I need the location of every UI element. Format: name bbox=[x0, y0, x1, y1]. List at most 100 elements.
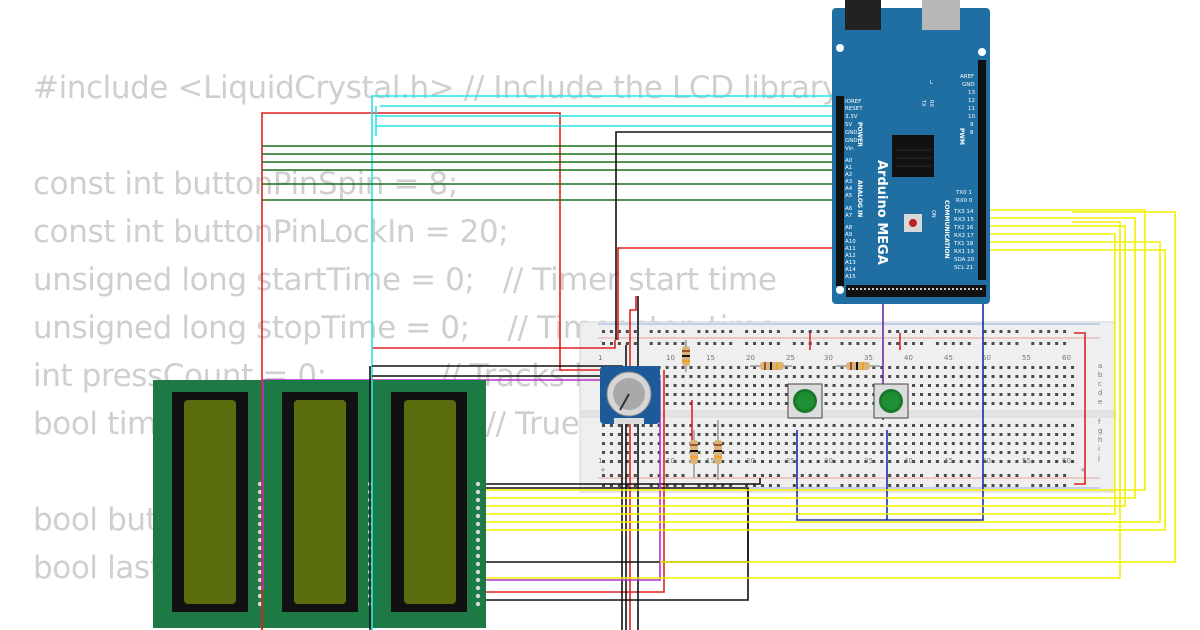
wire-yellow-4 bbox=[480, 233, 1116, 515]
svg-text:13: 13 bbox=[968, 90, 975, 96]
breadboard-top-numbers: 1 10 15 20 25 30 35 40 45 50 55 60 bbox=[598, 354, 1071, 362]
breadboard-bottom-numbers: 1 10 15 20 25 30 35 40 45 50 55 60 bbox=[598, 457, 1071, 465]
wire-red-1 bbox=[261, 112, 600, 630]
svg-text:10: 10 bbox=[666, 354, 675, 362]
svg-text:RESET: RESET bbox=[845, 106, 863, 112]
wire-red-5 bbox=[480, 370, 665, 593]
svg-text:GND: GND bbox=[845, 130, 858, 136]
wires-over-lcd bbox=[261, 366, 373, 630]
push-button-2[interactable] bbox=[873, 383, 909, 419]
svg-text:45: 45 bbox=[944, 457, 953, 465]
svg-text:RX: RX bbox=[928, 100, 934, 107]
svg-text:AREF: AREF bbox=[960, 74, 974, 80]
svg-text:A0: A0 bbox=[845, 158, 853, 164]
svg-text:30: 30 bbox=[824, 354, 833, 362]
svg-text:11: 11 bbox=[968, 106, 975, 112]
svg-text:A6: A6 bbox=[845, 206, 853, 212]
svg-text:20: 20 bbox=[746, 354, 755, 362]
svg-text:TX0 1: TX0 1 bbox=[955, 190, 972, 196]
wire-black-5 bbox=[480, 487, 749, 563]
breadboard-holes bbox=[602, 330, 1075, 487]
svg-text:RX3 15: RX3 15 bbox=[954, 217, 974, 223]
svg-text:5V: 5V bbox=[845, 122, 852, 128]
svg-text:25: 25 bbox=[786, 354, 795, 362]
svg-text:55: 55 bbox=[1022, 354, 1031, 362]
svg-text:10: 10 bbox=[968, 114, 975, 120]
svg-text:A12: A12 bbox=[845, 253, 856, 259]
svg-text:e: e bbox=[1098, 398, 1102, 406]
wire-blue-1 bbox=[796, 132, 984, 521]
svg-text:GND: GND bbox=[962, 82, 975, 88]
svg-text:A4: A4 bbox=[845, 186, 853, 192]
svg-text:1: 1 bbox=[598, 457, 602, 465]
wire-yellow-3 bbox=[480, 225, 1126, 507]
bottom-header bbox=[846, 285, 986, 297]
mega-section-headers: POWER ANALOG IN PWM COMMUNICATION Arduin… bbox=[856, 122, 965, 265]
digital-header bbox=[978, 60, 986, 280]
svg-text:POWER: POWER bbox=[856, 122, 863, 147]
svg-text:A10: A10 bbox=[845, 239, 856, 245]
svg-text:c: c bbox=[1098, 380, 1102, 388]
svg-text:55: 55 bbox=[1022, 457, 1031, 465]
potentiometer[interactable] bbox=[600, 366, 660, 424]
svg-text:35: 35 bbox=[864, 354, 873, 362]
svg-text:60: 60 bbox=[1062, 354, 1071, 362]
wire-yellow-5 bbox=[480, 241, 1161, 523]
mega-brand: Arduino MEGA bbox=[874, 160, 889, 265]
svg-text:9: 9 bbox=[970, 122, 974, 128]
breadboard[interactable]: 1 10 15 20 25 30 35 40 45 50 55 60 1 10 … bbox=[579, 321, 1116, 493]
wire-red-4 bbox=[629, 296, 637, 630]
svg-text:30: 30 bbox=[824, 457, 833, 465]
svg-text:8: 8 bbox=[970, 130, 974, 136]
svg-text:COMMUNICATION: COMMUNICATION bbox=[943, 200, 950, 259]
svg-text:Vin: Vin bbox=[845, 146, 854, 152]
mega-labels: IOREF RESET 3.3V 5V GND GND Vin A0 A1 A2… bbox=[845, 74, 975, 280]
lcd-1 bbox=[153, 380, 267, 628]
lcd-2 bbox=[263, 380, 377, 628]
svg-text:RX1 19: RX1 19 bbox=[954, 249, 974, 255]
svg-text:25: 25 bbox=[786, 457, 795, 465]
svg-text:3.3V: 3.3V bbox=[845, 114, 858, 120]
svg-text:GND: GND bbox=[845, 138, 858, 144]
svg-text:A2: A2 bbox=[845, 172, 852, 178]
svg-text:L: L bbox=[930, 80, 933, 86]
svg-text:SCL 21: SCL 21 bbox=[954, 265, 973, 271]
svg-text:A1: A1 bbox=[845, 165, 852, 171]
svg-text:f: f bbox=[1098, 418, 1101, 426]
wire-black-4 bbox=[480, 478, 761, 485]
svg-text:A7: A7 bbox=[845, 213, 853, 219]
svg-text:+: + bbox=[600, 466, 606, 474]
code-line-3: const int buttonPinSpin = 8; bbox=[33, 166, 458, 202]
push-button-1[interactable] bbox=[787, 383, 823, 419]
mega-chip bbox=[892, 135, 934, 177]
svg-text:RX2 17: RX2 17 bbox=[954, 233, 974, 239]
svg-text:12: 12 bbox=[968, 98, 975, 104]
arduino-mega[interactable]: IOREF RESET 3.3V 5V GND GND Vin A0 A1 A2… bbox=[832, 0, 990, 304]
power-analog-header bbox=[836, 96, 844, 286]
wire-black-1 bbox=[615, 131, 838, 340]
wire-red-3 bbox=[617, 247, 838, 340]
svg-text:TX3 14: TX3 14 bbox=[953, 209, 974, 215]
svg-text:15: 15 bbox=[706, 354, 715, 362]
svg-text:A13: A13 bbox=[845, 260, 856, 266]
svg-text:A3: A3 bbox=[845, 179, 853, 185]
svg-text:b: b bbox=[1098, 371, 1103, 379]
svg-text:40: 40 bbox=[904, 457, 913, 465]
resistor-3 bbox=[836, 362, 880, 370]
svg-text:20: 20 bbox=[746, 457, 755, 465]
code-line-5: unsigned long startTime = 0; // Timer st… bbox=[33, 262, 777, 298]
svg-text:40: 40 bbox=[904, 354, 913, 362]
resistor-4 bbox=[690, 430, 698, 478]
svg-text:j: j bbox=[1097, 454, 1100, 462]
svg-text:A11: A11 bbox=[845, 246, 856, 252]
wire-red-2 bbox=[372, 340, 616, 349]
svg-text:g: g bbox=[1098, 427, 1102, 435]
svg-text:50: 50 bbox=[982, 354, 991, 362]
svg-text:-: - bbox=[600, 338, 603, 346]
svg-text:a: a bbox=[1098, 362, 1102, 370]
svg-text:ANALOG IN: ANALOG IN bbox=[856, 180, 863, 217]
svg-text:TX: TX bbox=[920, 99, 926, 107]
svg-text:A9: A9 bbox=[845, 232, 853, 238]
svg-text:A15: A15 bbox=[845, 274, 856, 280]
